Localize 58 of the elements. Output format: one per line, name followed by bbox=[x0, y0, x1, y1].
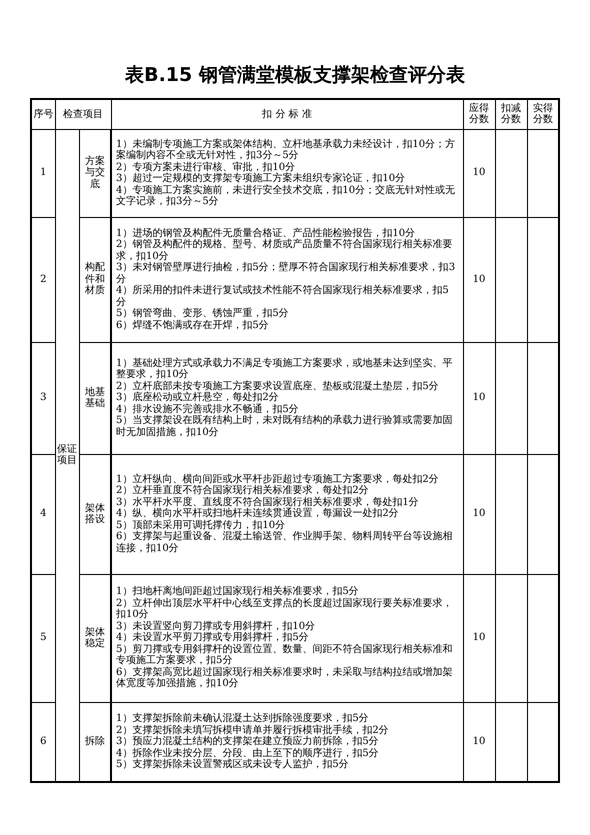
row-number: 6 bbox=[40, 736, 46, 747]
score-value: 10 bbox=[472, 508, 486, 520]
deduction-rule: 6）支撑架与起重设备、混凝土输送管、作业脚手架、物料周转平台等设施相连接，扣10分 bbox=[116, 531, 454, 554]
deduction-rule: 4）拆除作业未按分层、分段、由上至下的顺序进行，扣5分 bbox=[116, 748, 380, 758]
deduction-rule: 1）进场的钢管及构配件无质量合格证、产品性能检验报告，扣10分 bbox=[116, 228, 416, 239]
deduction-rule: 3）未对钢管壁厚进行抽检，扣5分；壁厚不符合国家现行相关标准要求，扣3分 bbox=[116, 262, 456, 285]
deduction-rule: 5）钢管弯曲、变形、锈蚀严重，扣5分 bbox=[116, 308, 290, 320]
check-item: 架体搭设 bbox=[84, 502, 105, 526]
deduction-rule: 1）支撑架拆除前未确认混凝土达到拆除强度要求，扣5分 bbox=[116, 713, 370, 724]
deduction-rule: 2）立杆伸出顶层水平杆中心线至支撑点的长度超过国家现行要关标准要求，扣10分 bbox=[116, 598, 454, 620]
deduction-rule: 3）预应力混凝土结构的支撑架在建立预应力前拆除，扣5分 bbox=[116, 736, 380, 748]
deduction-rule: 5）顶部未采用可调托撑传力，扣10分 bbox=[116, 520, 286, 531]
deduction-rule: 4）未设置水平剪刀撑或专用斜撑杆，扣5分 bbox=[116, 632, 310, 644]
deduction-rule: 3）超过一定规模的支撑架专项施工方案未组织专家论证，扣10分 bbox=[116, 173, 406, 184]
deduction-rule: 1）立杆纵向、横向间距或水平杆步距超过专项施工方案要求，每处扣2分 bbox=[116, 474, 440, 485]
deduction-rule: 2）支撑架拆除未填写拆模申请单并履行拆模审批手续，扣2分 bbox=[116, 724, 390, 736]
deduction-rule: 3）未设置竖向剪刀撑或专用斜撑杆，扣10分 bbox=[116, 620, 316, 632]
column-header: 应得分数 bbox=[469, 102, 489, 126]
item-category: 保证项目 bbox=[57, 444, 77, 467]
check-item: 方案与交底 bbox=[84, 156, 105, 190]
check-item: 拆除 bbox=[84, 736, 105, 748]
row-number: 4 bbox=[40, 508, 46, 520]
row-number: 1 bbox=[40, 167, 46, 178]
deduction-rule: 6）焊缝不饱满或存在开焊，扣5分 bbox=[116, 320, 270, 332]
deduction-rule: 5）当支撑架设在既有结构上时，未对既有结构的承载力进行验算或需要加固时无加固措施，扣10分 bbox=[116, 415, 454, 438]
deduction-rule: 3）水平杆水平度、直线度不符合国家现行相关标准要求，每处扣1分 bbox=[116, 496, 420, 508]
deduction-rule: 5）剪刀撑或专用斜撑杆的设置位置、数量、间距不符合国家现行相关标准和专项施工方案要求，扣5分 bbox=[116, 644, 454, 666]
column-header: 实得分数 bbox=[532, 102, 553, 126]
column-header: 检查项目 bbox=[63, 108, 103, 120]
row-number: 3 bbox=[40, 392, 46, 404]
deduction-rule: 4）排水设施不完善或排水不畅通，扣5分 bbox=[116, 404, 300, 415]
check-item: 构配件和材质 bbox=[84, 262, 105, 297]
deduction-rule: 1）基础处理方式或承载力不满足专项施工方案要求，或地基未达到坚实、平整要求，扣10分 bbox=[116, 358, 454, 380]
column-header: 扣 分 标 准 bbox=[262, 108, 312, 120]
score-value: 10 bbox=[472, 632, 486, 644]
deduction-rule: 6）支撑架高宽比超过国家现行相关标准要求时，未采取与结构拉结或增加架体宽度等加强措施，扣10分 bbox=[116, 666, 454, 690]
score-value: 10 bbox=[472, 167, 486, 178]
score-value: 10 bbox=[472, 274, 486, 285]
score-value: 10 bbox=[472, 736, 486, 747]
deduction-rule: 2）立杆底部未按专项施工方案要求设置底座、垫板或混凝土垫层，扣5分 bbox=[116, 380, 440, 392]
score-value: 10 bbox=[472, 392, 486, 404]
table-title: 表B.15 钢管满堂模板支撑架检查评分表 bbox=[125, 63, 465, 88]
column-header: 序号 bbox=[33, 108, 54, 120]
deduction-rule: 4）专项施工方案实施前，未进行安全技术交底，扣10分；交底无针对性或无文字记录，扣3分～5分 bbox=[116, 184, 456, 208]
check-item: 架体稳定 bbox=[84, 626, 105, 650]
row-number: 2 bbox=[40, 274, 46, 285]
deduction-rule: 5）支撑架拆除未设置警戒区或未设专人监护，扣5分 bbox=[116, 759, 350, 770]
deduction-rule: 3）底座松动或立杆悬空，每处扣2分 bbox=[116, 392, 280, 404]
check-item: 地基基础 bbox=[84, 386, 105, 410]
deduction-rule: 2）钢管及构配件的规格、型号、材质或产品质量不符合国家现行相关标准要求，扣10分 bbox=[116, 239, 454, 262]
column-header: 扣减分数 bbox=[501, 102, 521, 126]
deduction-rule: 2）立杆垂直度不符合国家现行相关标准要求，每处扣2分 bbox=[116, 485, 370, 496]
deduction-rule: 4）纵、横向水平杆或扫地杆未连续贯通设置，每漏设一处扣2分 bbox=[116, 508, 400, 520]
deduction-rule: 2）专项方案未进行审核、审批，扣10分 bbox=[116, 162, 296, 172]
deduction-rule: 1）扫地杆离地间距超过国家现行相关标准要求，扣5分 bbox=[116, 586, 360, 598]
deduction-rule: 1）未编制专项施工方案或架体结构、立杆地基承载力未经设计，扣10分；方案编制内容不全或无针对性，扣3分～5分 bbox=[116, 138, 456, 162]
deduction-rule: 4）所采用的扣件未进行复试或技术性能不符合国家现行相关标准要求，扣5分 bbox=[116, 285, 450, 308]
row-number: 5 bbox=[40, 632, 46, 644]
